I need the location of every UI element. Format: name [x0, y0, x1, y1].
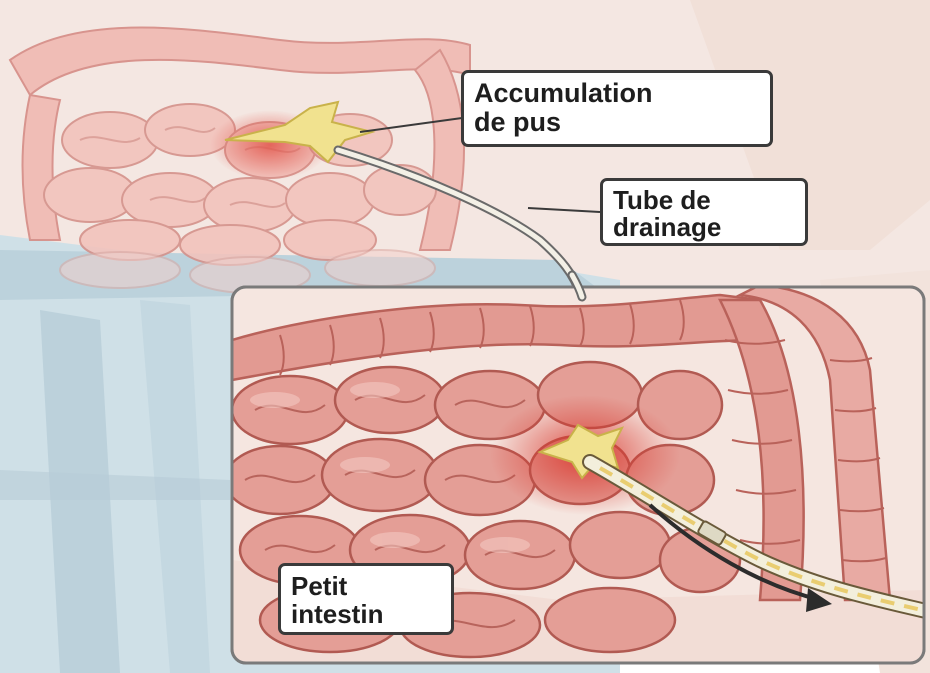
label-pus-accumulation: Accumulation de pus [461, 70, 773, 147]
label-pus-line-1: Accumulation [474, 79, 760, 108]
label-small-intestine: Petit intestin [278, 563, 454, 635]
label-intestin-line-1: Petit [291, 572, 441, 600]
label-tube-line-2: drainage [613, 214, 795, 241]
label-tube-line-1: Tube de [613, 187, 795, 214]
label-intestin-line-2: intestin [291, 600, 441, 628]
label-pus-line-2: de pus [474, 108, 760, 137]
label-drainage-tube: Tube de drainage [600, 178, 808, 246]
